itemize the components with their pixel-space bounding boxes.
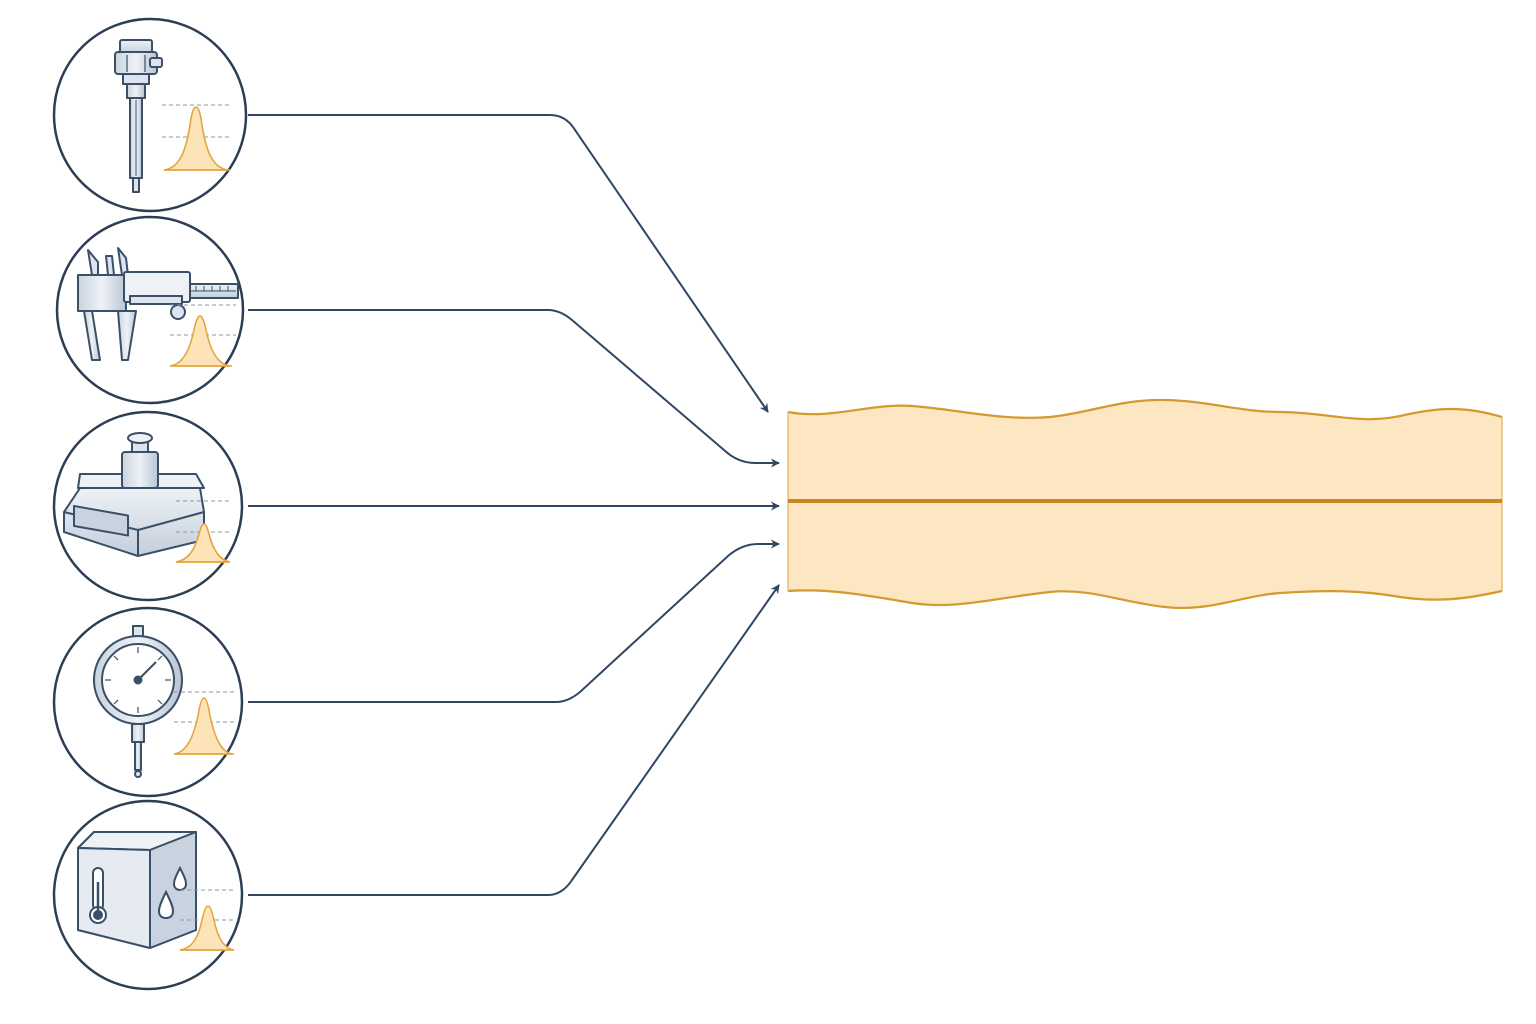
uncertainty-distribution-icon <box>162 104 232 171</box>
band-fill <box>788 399 1502 608</box>
caliper-icon <box>77 247 239 361</box>
uncertainty-distribution-icon <box>179 889 236 951</box>
input-environment-block <box>52 799 244 991</box>
input-caliper <box>55 215 245 405</box>
weighing-scale-icon <box>63 432 205 557</box>
environment-block-icon <box>77 831 197 949</box>
combined-uncertainty-band <box>787 398 1503 609</box>
dial-indicator-icon <box>93 625 183 778</box>
connector-caliper <box>248 309 780 468</box>
uncertainty-distribution-icon <box>173 691 234 755</box>
temperature-probe-icon <box>114 39 163 193</box>
connectors <box>248 114 780 896</box>
connector-environment-block <box>248 584 780 896</box>
input-weighing-scale <box>52 410 244 602</box>
connector-temperature-probe <box>248 114 769 413</box>
input-dial-indicator <box>52 606 244 798</box>
uncertainty-distribution-icon <box>175 500 232 563</box>
connector-dial-indicator <box>248 539 780 703</box>
band-lower-edge <box>787 589 1503 609</box>
thermometer-icon <box>89 867 107 924</box>
band-upper-edge <box>787 398 1503 421</box>
uncertainty-distribution-icon <box>169 304 236 367</box>
input-temperature-probe <box>52 17 248 213</box>
